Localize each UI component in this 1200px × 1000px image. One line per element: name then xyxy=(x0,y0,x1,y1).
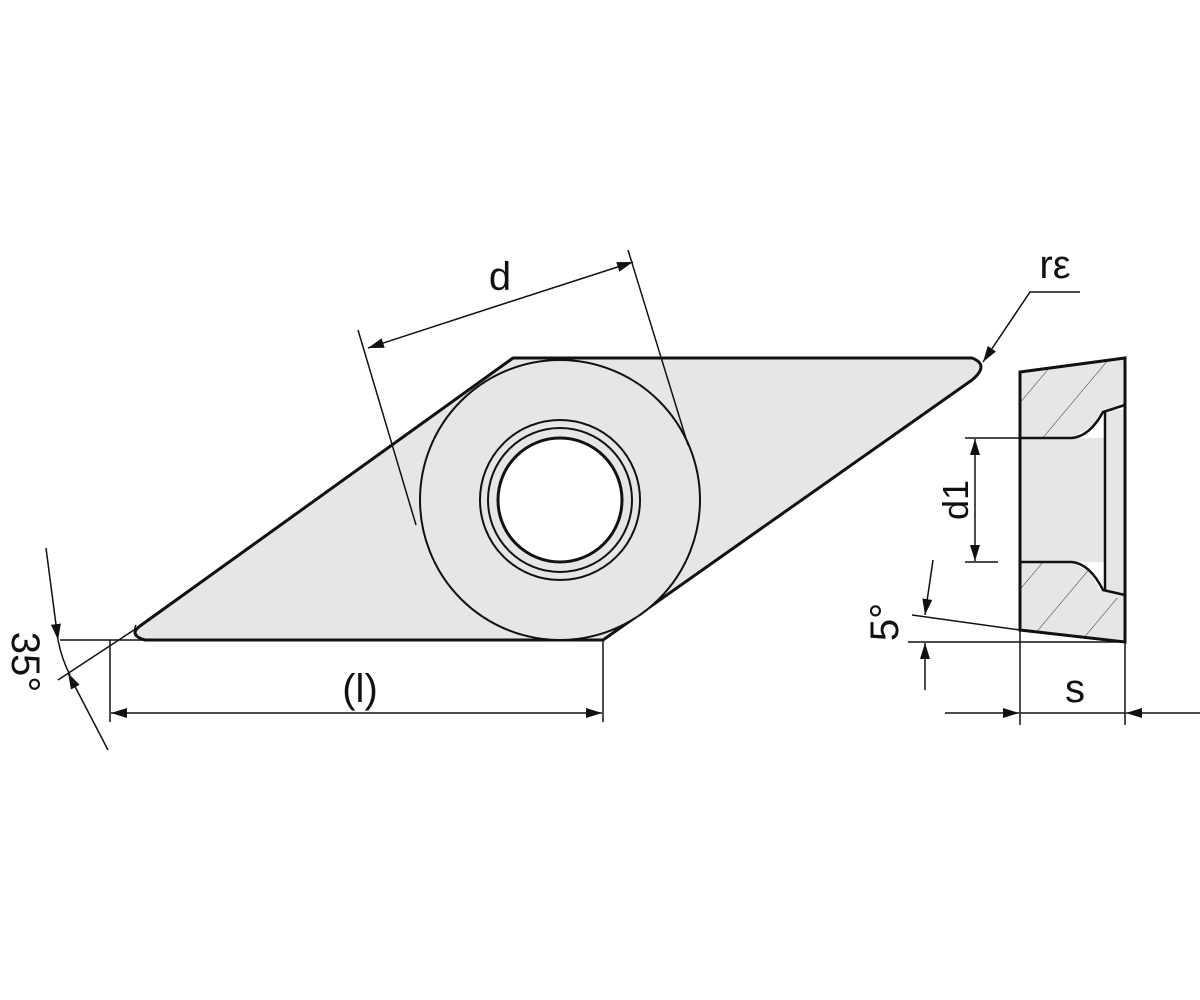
length-label: (l) xyxy=(342,667,378,711)
d1-dimension xyxy=(965,437,1020,563)
hole xyxy=(496,436,624,564)
corner-radius-leader xyxy=(982,291,1080,363)
nose-angle-label: 35° xyxy=(3,632,47,693)
thickness-dimension xyxy=(945,630,1200,725)
d-dimension xyxy=(357,249,689,526)
side-hole xyxy=(1020,438,1105,562)
insert-side-view xyxy=(1018,356,1127,644)
thickness-label: s xyxy=(1065,667,1085,711)
clearance-angle-dimension xyxy=(908,559,1125,690)
length-dimension xyxy=(60,639,604,722)
corner-radius-label: rε xyxy=(1039,243,1070,287)
insert-top-view xyxy=(133,356,983,642)
nose-angle-dimension xyxy=(45,547,141,751)
d1-label: d1 xyxy=(935,480,976,520)
clearance-angle-label: 5° xyxy=(863,603,907,641)
side-section-bottom xyxy=(1020,562,1125,642)
side-counterbore xyxy=(1105,410,1125,598)
d-label: d xyxy=(489,255,511,299)
